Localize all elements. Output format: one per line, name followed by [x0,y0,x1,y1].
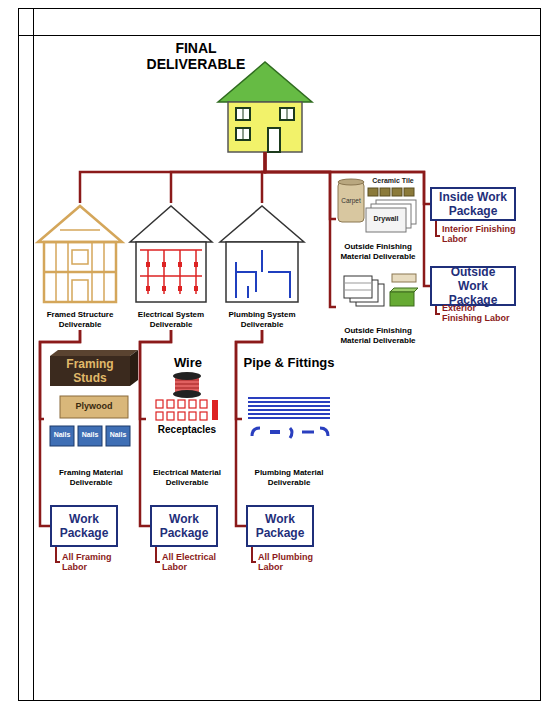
material-label: Framing Studs [50,358,130,386]
work-package-box: Work Package [50,505,118,547]
tree-connector [140,330,171,419]
work-package-box: Work Package [246,505,314,547]
deliverable-node: Electrical System Deliverable [128,203,214,330]
electrical-icon [130,206,212,302]
siding-icon [344,274,418,306]
labor-label: Exterior Finishing Labor [442,303,516,324]
node-text: FINAL DELIVERABLE [140,40,252,72]
frame-rule [19,35,541,36]
node-text: Outside Finishing Material Deliverable [337,242,419,261]
material-label: Nails [78,431,102,439]
labor-label: All Plumbing Labor [258,552,328,573]
material-label: Wire [150,356,226,371]
deliverable-node: Plumbing Material Deliverable [242,350,336,488]
labor-label: All Electrical Labor [162,552,232,573]
deliverable-node: Framed Structure Deliverable [36,203,124,330]
node-text: Outside Work Package [435,265,511,307]
node-text: Framing Material Deliverable [45,468,137,487]
material-label: Pipe & Fittings [242,356,336,371]
material-label: Plywood [60,401,128,411]
node-text: Work Package [155,512,213,540]
framing-material-icon [50,350,138,446]
tree-connector [265,152,430,204]
work-package-box: Inside Work Package [430,187,516,221]
node-text: Electrical Material Deliverable [147,468,227,487]
node-text: Plumbing System Deliverable [219,310,305,329]
material-label: Nails [106,431,130,439]
finishing-icon [338,179,416,232]
electrical-material-icon [156,372,218,420]
plumbing-icon [220,206,304,302]
material-label: Ceramic Tile [366,177,420,185]
node-text: Framed Structure Deliverable [37,310,123,329]
node-text: Outside Finishing Material Deliverable [337,326,419,345]
tree-connector [265,152,336,307]
frame-rule [33,9,34,701]
plumbing-material-icon [248,398,330,438]
node-text: Electrical System Deliverable [129,310,213,329]
node-text: Plumbing Material Deliverable [243,468,335,487]
work-package-box: Outside Work Package [430,266,516,306]
material-label: Nails [50,431,74,439]
deliverable-node: Plumbing System Deliverable [218,203,306,330]
node-text: Work Package [55,512,113,540]
tree-connector [80,152,265,203]
house-icon [218,62,312,152]
material-label: Drywall [366,215,406,223]
material-label: Carpet [338,197,364,204]
tree-connector [236,330,262,419]
frame-icon [38,206,122,302]
page-frame [19,9,541,701]
deliverable-node: Outside Finishing Material Deliverable [336,268,420,346]
tree-connector [171,152,265,203]
node-text: Work Package [251,512,309,540]
labor-label: Interior Finishing Labor [442,224,516,245]
tree-connector [265,152,336,219]
node-text: Inside Work Package [435,190,511,218]
work-package-box: Work Package [150,505,218,547]
labor-label: All Framing Labor [62,552,132,573]
material-label: Receptacles [146,424,228,436]
final-deliverable: FINAL DELIVERABLE [140,40,320,152]
deliverable-node: Electrical Material Deliverable [146,350,228,488]
